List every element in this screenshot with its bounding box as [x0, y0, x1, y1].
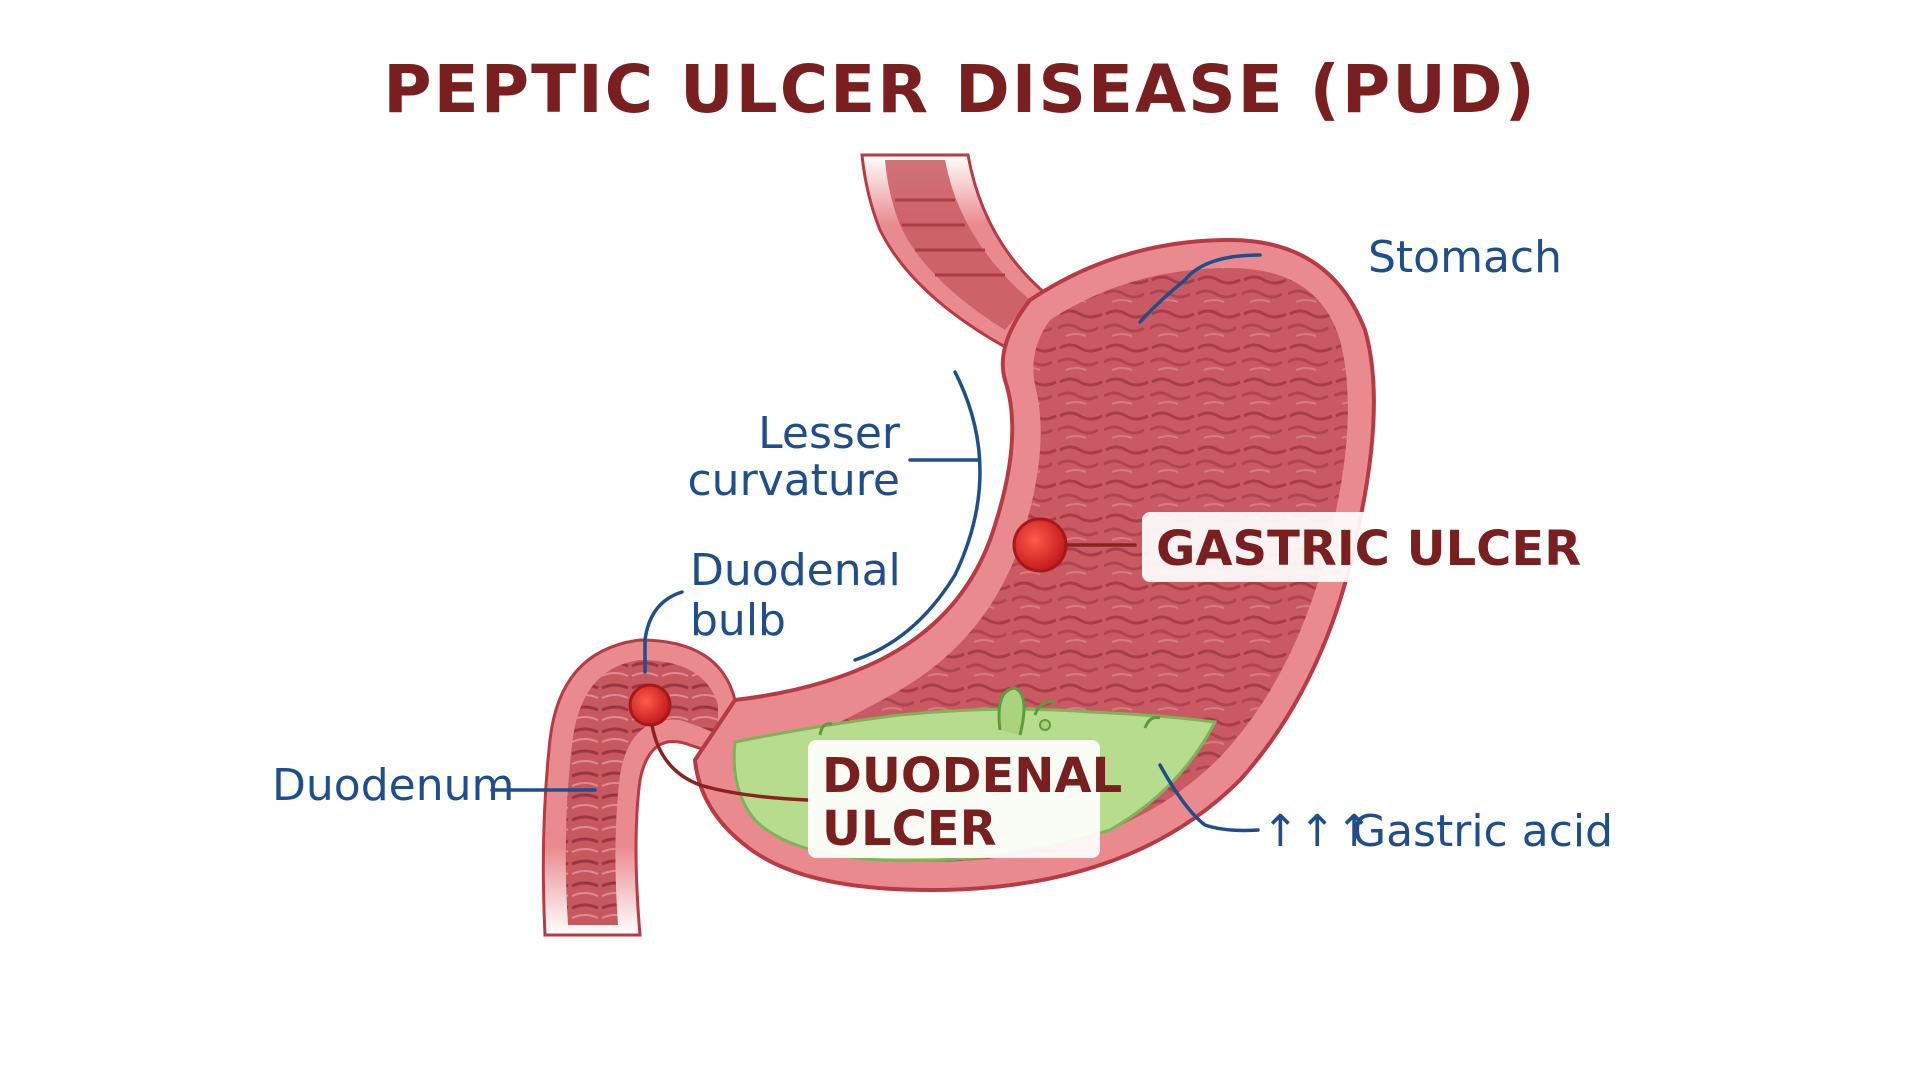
gastric-ulcer-label: GASTRIC ULCER	[1156, 521, 1581, 577]
page-title: PEPTIC ULCER DISEASE (PUD)	[383, 51, 1537, 128]
duodenum-label: Duodenum	[272, 760, 514, 811]
lesser-curvature-label-line1: Lesser	[758, 408, 901, 459]
duodenal-bulb-leader-line	[643, 590, 684, 674]
lesser-curvature-brace	[853, 370, 982, 662]
lesser-curvature-label-line2: curvature	[687, 455, 900, 506]
duodenal-ulcer-callout: DUODENAL ULCER	[808, 740, 1122, 858]
duodenum	[541, 638, 737, 937]
stomach-leader-line	[1138, 253, 1262, 324]
duodenal-bulb-label-line1: Duodenal	[690, 545, 901, 596]
duodenal-ulcer-marker	[628, 683, 672, 727]
gastric-acid-label: Gastric acid	[1352, 806, 1613, 857]
gastric-acid-leader-line	[1158, 763, 1260, 833]
duodenal-bulb-label-line2: bulb	[690, 595, 786, 646]
stomach-label: Stomach	[1368, 232, 1562, 283]
duodenal-ulcer-label-line1: DUODENAL	[822, 748, 1122, 804]
duodenal-ulcer-label-line2: ULCER	[822, 801, 997, 857]
duodenal-ulcer-leader-line	[650, 723, 810, 802]
gastric-acid-arrows: ↑↑↑	[1262, 806, 1373, 857]
gastric-ulcer-marker	[1012, 517, 1068, 573]
esophagus	[860, 153, 1063, 357]
gastric-ulcer-callout: GASTRIC ULCER	[1142, 512, 1581, 582]
acid-splash	[818, 686, 1161, 736]
